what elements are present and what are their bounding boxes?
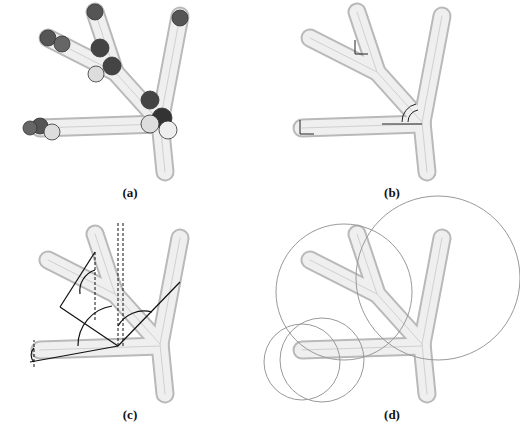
panel-label: (b) [384,185,400,201]
panel-c [30,222,180,394]
panel-label: (c) [123,407,137,423]
panel-b [300,12,442,172]
panel-d [264,196,520,402]
panel-label: (d) [384,407,400,423]
panel-label: (a) [122,185,137,201]
panel-a [23,4,188,172]
